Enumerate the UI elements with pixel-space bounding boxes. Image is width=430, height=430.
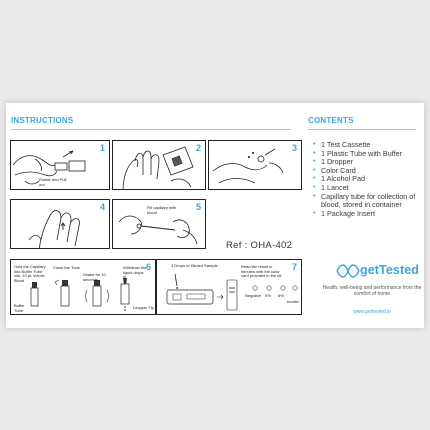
bullet-icon: • <box>313 141 316 148</box>
step-3-panel: 3 <box>208 140 302 190</box>
step-6-label-e: Buffer Tube <box>14 303 25 313</box>
step-5-illustration <box>118 215 198 245</box>
step-6-label-f: Dropper Tip <box>133 305 154 310</box>
step-7-number: 7 <box>291 262 297 272</box>
contents-title: CONTENTS <box>308 116 354 125</box>
list-item: •1 Dropper <box>313 157 353 167</box>
step-1-panel: Rotate and Pull out 1 <box>10 140 110 190</box>
step-7-label-b: Read the result in minutes with the colo… <box>241 264 282 279</box>
dna-logo-icon <box>336 264 360 278</box>
step-1-number: 1 <box>99 143 105 153</box>
instructions-header: INSTRUCTIONS <box>11 116 291 130</box>
step-6-illustration <box>30 278 130 311</box>
step-2-panel: 2 <box>112 140 206 190</box>
step-3-illustration <box>212 148 284 184</box>
step-7-label-c: Negative <box>245 293 261 298</box>
website-link[interactable]: www.gettested.io <box>353 309 391 315</box>
bullet-icon: • <box>313 158 316 166</box>
step-7-label-d: 5% <box>265 293 271 298</box>
step-1-caption: Rotate and Pull out <box>39 177 67 187</box>
step-7-label-a: 3 Drops of Diluted Sample <box>171 263 218 268</box>
step-7-label-f: Invalid <box>287 299 299 304</box>
list-item: •1 Package Insert <box>313 208 375 218</box>
list-item: •Color Card <box>313 165 356 175</box>
instructions-divider <box>11 129 291 130</box>
step-4-illustration <box>28 210 80 248</box>
instruction-card: INSTRUCTIONS CONTENTS Rotate and Pull ou… <box>6 103 424 328</box>
step-6-label-d: Withdraw the liquid drops in <box>123 265 147 280</box>
brand-tagline: Health, well-being and performance from … <box>322 285 422 298</box>
list-item: •1 Plastic Tube with Buffer <box>313 148 402 158</box>
step-6-panel: Hold the Capillary into Buffer Tube vial… <box>10 259 156 315</box>
instructions-title: INSTRUCTIONS <box>11 116 74 125</box>
contents-header: CONTENTS <box>308 116 416 130</box>
list-item: •Capillary tube for collection of blood,… <box>313 191 416 210</box>
list-item: •1 Test Cassette <box>313 140 371 149</box>
step-4-number: 4 <box>99 202 105 212</box>
step-5-caption: Fill capillary with blood <box>147 205 177 215</box>
bullet-icon: • <box>313 192 316 200</box>
step-7-illustration <box>166 273 298 311</box>
step-7-label-e: 6% <box>278 293 284 298</box>
step-6-label-c: Shake for 10 seconds <box>83 272 106 282</box>
bullet-icon: • <box>313 149 316 157</box>
bullet-icon: • <box>313 166 316 174</box>
contents-list: •1 Test Cassette •1 Plastic Tube with Bu… <box>313 140 425 218</box>
step-5-panel: Fill capillary with blood 5 <box>112 199 206 249</box>
bullet-icon: • <box>313 209 316 217</box>
brand-name: getTested <box>360 263 420 277</box>
step-2-illustration <box>122 146 194 189</box>
step-4-panel: 4 <box>10 199 110 249</box>
reference-code: Ref : OHA-402 <box>226 240 293 251</box>
step-5-number: 5 <box>195 202 201 212</box>
list-item: •1 Lancet <box>313 182 349 192</box>
step-3-number: 3 <box>291 143 297 153</box>
step-2-number: 2 <box>195 143 201 153</box>
contents-divider <box>308 129 416 130</box>
step-6-number: 6 <box>145 262 151 272</box>
list-item: •1 Alcohol Pad <box>313 174 365 184</box>
step-7-panel: 3 Drops of Diluted Sample Read the resul… <box>156 259 302 315</box>
brand-logo: getTested <box>336 261 426 281</box>
step-1-illustration <box>12 150 86 185</box>
step-6-label-b: Close the Tube <box>53 265 80 270</box>
bullet-icon: • <box>313 183 316 191</box>
step-6-label-a: Hold the Capillary into Buffer Tube vial… <box>14 264 46 283</box>
bullet-icon: • <box>313 175 316 183</box>
